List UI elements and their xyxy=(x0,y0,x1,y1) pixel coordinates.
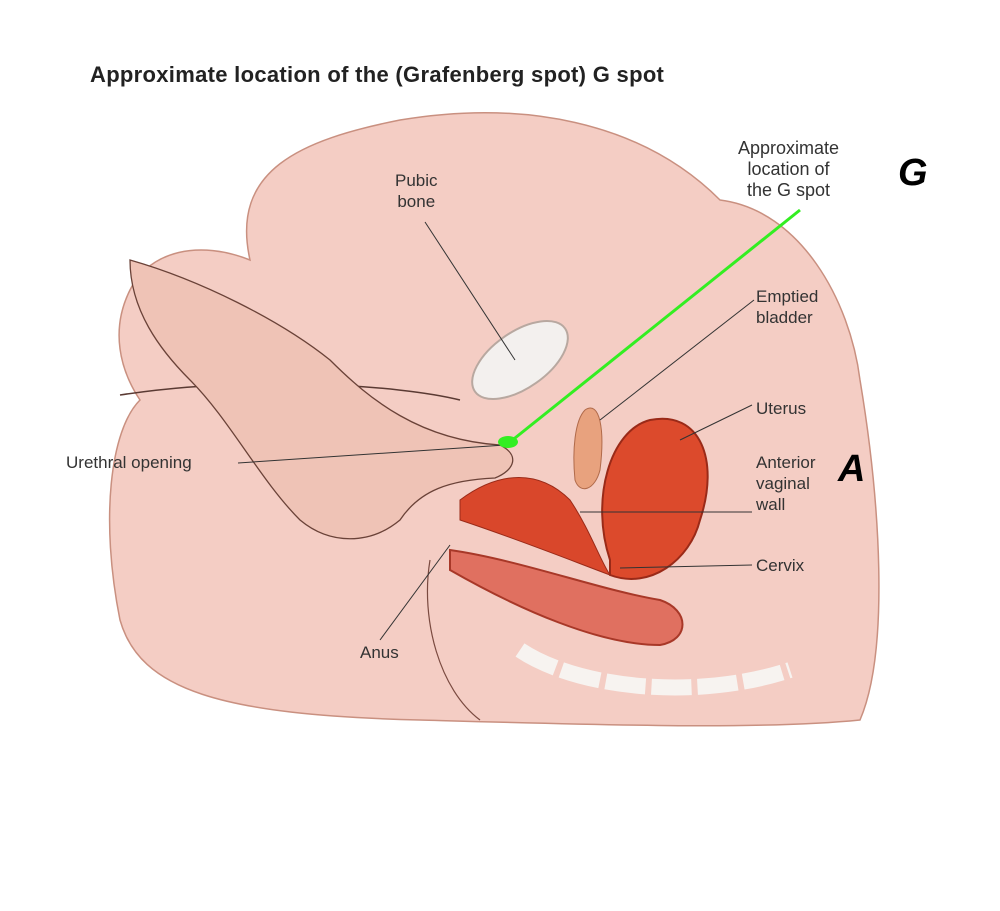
label-anus: Anus xyxy=(360,643,399,662)
spine-segments xyxy=(515,643,793,696)
label-line: Pubic xyxy=(395,171,438,190)
body-silhouette xyxy=(108,112,880,727)
hand xyxy=(129,259,514,540)
label-line: Approximate xyxy=(738,138,840,158)
label-bladder: Emptied bladder xyxy=(756,286,818,328)
label-line: Anterior xyxy=(756,453,816,472)
marker-a: A xyxy=(838,448,866,490)
label-line: bladder xyxy=(756,308,813,327)
pubic-bone-shape xyxy=(471,319,569,401)
label-vaginal-wall: Anterior vaginal wall xyxy=(756,452,834,515)
rectum-shape xyxy=(449,548,684,647)
uterus-shape xyxy=(601,417,709,580)
diagram-title: Approximate location of the (Grafenberg … xyxy=(90,62,665,87)
leader-lines xyxy=(237,221,755,641)
label-urethral-opening: Urethral opening xyxy=(66,453,192,472)
label-g-spot: Approximate location of the G spot xyxy=(738,138,839,201)
label-cervix: Cervix xyxy=(756,556,805,575)
marker-g: G xyxy=(898,152,928,194)
label-line: Emptied xyxy=(756,287,819,306)
label-line: bone xyxy=(397,192,436,211)
label-line: location of xyxy=(747,159,830,179)
label-pubic-bone: Pubic bone xyxy=(395,170,438,212)
label-uterus: Uterus xyxy=(756,399,807,418)
bladder-shape xyxy=(573,407,603,490)
vagina-shape xyxy=(459,477,612,577)
label-line: wall xyxy=(756,495,786,514)
label-line: the G spot xyxy=(747,180,831,200)
g-spot-pointer xyxy=(509,208,801,444)
g-spot-marker xyxy=(498,436,518,448)
buttock-fold xyxy=(426,559,481,721)
label-line: vaginal xyxy=(756,474,810,493)
